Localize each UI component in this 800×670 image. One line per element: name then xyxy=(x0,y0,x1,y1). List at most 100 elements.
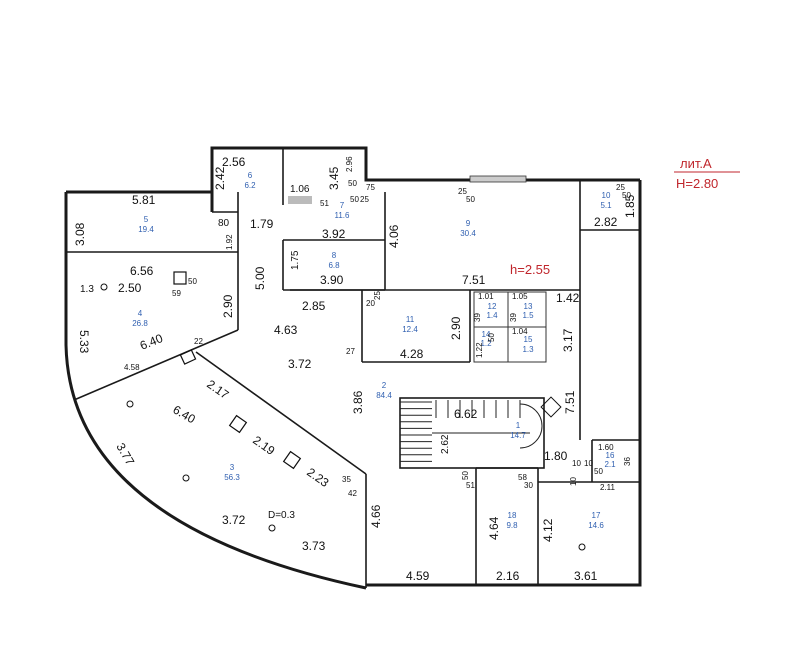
dim-label: 2.16 xyxy=(496,569,520,583)
dim-label: 7.51 xyxy=(563,390,577,414)
svg-text:1.2: 1.2 xyxy=(480,339,492,348)
room-10-label: 105.1 xyxy=(600,191,612,210)
dim-label: 50 xyxy=(487,333,496,342)
dim-label: 6.40 xyxy=(171,402,199,426)
svg-text:17: 17 xyxy=(592,511,601,520)
room-13-label: 131.5 xyxy=(522,302,534,320)
dim-label: 25 xyxy=(458,187,467,196)
svg-text:1.3: 1.3 xyxy=(522,345,534,354)
dim-label: 10 xyxy=(572,459,581,468)
dim-label: 25 xyxy=(360,195,369,204)
dim-label: 3.73 xyxy=(302,539,326,553)
dim-label: 1.92 xyxy=(225,234,234,250)
svg-text:19.4: 19.4 xyxy=(138,225,154,234)
height-label: H=2.80 xyxy=(676,176,718,191)
stair-turn xyxy=(519,403,543,449)
dim-label: 5.81 xyxy=(132,193,156,207)
dim-label: 3.86 xyxy=(351,390,365,414)
lit-label: лит.А xyxy=(680,156,712,171)
svg-text:5: 5 xyxy=(144,215,149,224)
svg-text:6.2: 6.2 xyxy=(244,181,256,190)
dim-label: 20 xyxy=(366,299,375,308)
svg-text:1: 1 xyxy=(516,421,521,430)
dim-label: 58 xyxy=(518,473,527,482)
window-marker xyxy=(288,196,312,204)
dim-label: 4.28 xyxy=(400,347,424,361)
dim-label: 3.72 xyxy=(288,357,312,371)
room-8-label: 86.8 xyxy=(328,251,340,270)
dim-label: 3.90 xyxy=(320,273,344,287)
svg-text:26.8: 26.8 xyxy=(132,319,148,328)
walls xyxy=(64,146,642,590)
dim-label: 4.59 xyxy=(406,569,430,583)
dim-label: 30 xyxy=(524,481,533,490)
dim-label: 6.62 xyxy=(454,407,478,421)
svg-text:9.8: 9.8 xyxy=(506,521,518,530)
dim-label: 4.64 xyxy=(487,516,501,540)
dim-label: 2.96 xyxy=(345,156,354,172)
svg-text:2.1: 2.1 xyxy=(604,460,616,469)
drain-circle xyxy=(268,524,276,532)
dim-label: 1.01 xyxy=(478,292,494,301)
dim-label: 50 xyxy=(350,195,359,204)
svg-text:8: 8 xyxy=(332,251,337,260)
svg-text:6: 6 xyxy=(248,171,253,180)
svg-text:4: 4 xyxy=(138,309,143,318)
dim-label: 2.19 xyxy=(250,433,277,458)
svg-text:5.1: 5.1 xyxy=(600,201,612,210)
dim-label: 3.72 xyxy=(222,513,246,527)
block-6-7-wall xyxy=(210,146,640,212)
dim-label: 3.45 xyxy=(327,166,341,190)
dim-label: 5.00 xyxy=(253,266,267,290)
dim-label: 1.75 xyxy=(290,250,301,270)
svg-text:6.8: 6.8 xyxy=(328,261,340,270)
wall-3-diag xyxy=(195,351,367,475)
svg-text:14: 14 xyxy=(482,330,491,339)
right-outer-wall xyxy=(366,180,642,587)
dim-label: 4.63 xyxy=(274,323,298,337)
dim-label: 1.42 xyxy=(556,291,580,305)
dim-label: 6.56 xyxy=(130,264,154,278)
wall-4-diag xyxy=(73,329,239,401)
dim-label: 1.05 xyxy=(512,292,528,301)
svg-text:14.6: 14.6 xyxy=(588,521,604,530)
dim-label: 3.77 xyxy=(113,441,137,469)
dim-label: 2.62 xyxy=(440,434,451,454)
dim-label: 75 xyxy=(366,183,375,192)
stair-outline xyxy=(399,397,545,469)
drain-circle xyxy=(126,400,134,408)
room-6-label: 66.2 xyxy=(244,171,256,190)
drain-circle xyxy=(100,283,108,291)
svg-text:2: 2 xyxy=(382,381,387,390)
dim-label: 1.06 xyxy=(290,184,310,195)
dim-label: 5.33 xyxy=(77,330,91,354)
window-marker xyxy=(469,175,527,183)
svg-text:84.4: 84.4 xyxy=(376,391,392,400)
outer-arc-wall xyxy=(64,192,367,590)
dim-label: 2.23 xyxy=(304,465,331,490)
dim-label: 59 xyxy=(172,289,181,298)
dim-label: 4.58 xyxy=(124,363,140,372)
dim-label: 27 xyxy=(346,347,355,356)
svg-text:18: 18 xyxy=(508,511,517,520)
svg-text:10: 10 xyxy=(602,191,611,200)
dim-label: 3.17 xyxy=(561,328,575,352)
dim-label: 3.92 xyxy=(322,227,346,241)
dim-label: 10 xyxy=(584,459,593,468)
room-9-label: 930.4 xyxy=(460,219,476,238)
dim-label: 50 xyxy=(461,471,470,480)
dim-label: 1.3 xyxy=(80,284,94,295)
dim-label: 22 xyxy=(194,337,203,346)
dim-label: 6.40 xyxy=(138,331,165,353)
window-marker xyxy=(540,396,562,418)
svg-text:9: 9 xyxy=(466,219,471,228)
column-marker xyxy=(282,450,302,470)
svg-text:12: 12 xyxy=(488,302,497,311)
dim-label: 25 xyxy=(616,183,625,192)
dim-label: 2.17 xyxy=(204,377,231,402)
dim-label: 39 xyxy=(473,313,482,322)
dim-label: 7.51 xyxy=(462,273,486,287)
dim-label: 2.82 xyxy=(594,215,618,229)
